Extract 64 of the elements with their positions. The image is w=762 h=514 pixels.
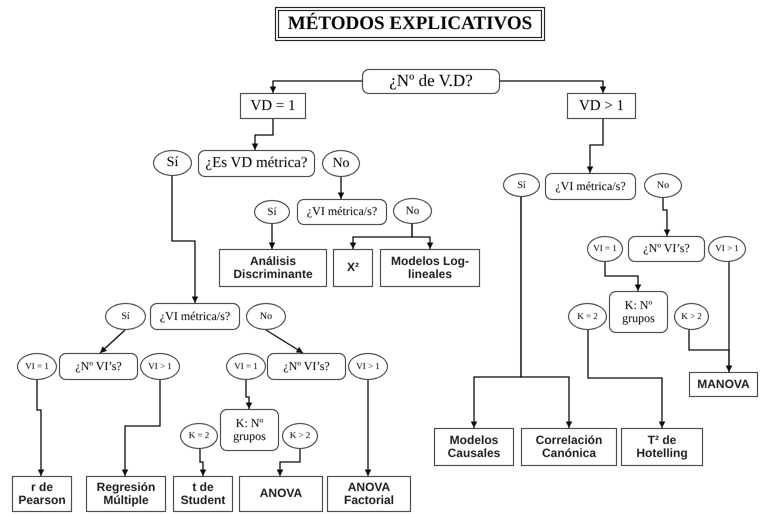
answer-ellipse: VI = 1 — [587, 236, 623, 262]
answer-ellipse: VI > 1 — [708, 236, 746, 262]
arrow — [276, 449, 301, 476]
arrow — [338, 177, 344, 199]
title: MÉTODOS EXPLICATIVOS — [275, 7, 545, 41]
arrow — [245, 380, 252, 409]
method-box: Análisis Discriminante — [219, 249, 327, 287]
arrow — [688, 330, 732, 372]
method-box: r de Pearson — [12, 476, 72, 512]
arrow — [122, 380, 161, 476]
arrow — [266, 329, 304, 354]
arrow — [520, 197, 572, 428]
answer-ellipse: K = 2 — [180, 423, 218, 449]
question-box: ¿Nº de V.D? — [362, 69, 500, 94]
arrow — [199, 448, 206, 476]
method-box: ANOVA Factorial — [327, 476, 411, 512]
question-box: ¿VI métrica/s? — [297, 199, 387, 225]
answer-ellipse: VI = 1 — [17, 353, 57, 380]
question-box: ¿Nº VI’s? — [628, 236, 705, 262]
method-box: Modelos Causales — [434, 428, 514, 466]
answer-ellipse: No — [644, 173, 682, 198]
answer-ellipse: VI = 1 — [226, 353, 266, 380]
question-box: ¿Nº VI’s? — [59, 353, 138, 380]
arrow — [252, 119, 274, 150]
question-box: ¿Es VD métrica? — [198, 150, 315, 177]
answer-ellipse: VI > 1 — [348, 353, 388, 380]
arrow — [100, 330, 126, 354]
method-box: ANOVA — [239, 476, 323, 512]
answer-ellipse: VI > 1 — [140, 353, 180, 380]
method-box: Regresión Múltiple — [86, 476, 166, 512]
arrow — [586, 119, 604, 173]
arrow — [268, 224, 276, 249]
method-box: t de Student — [173, 476, 233, 512]
question-box: ¿Nº VI’s? — [267, 353, 346, 380]
arrow — [36, 380, 44, 476]
arrow — [171, 176, 198, 303]
answer-ellipse: Sí — [503, 173, 540, 197]
answer-ellipse: K > 2 — [674, 303, 709, 330]
process-box: VD > 1 — [567, 93, 636, 119]
question-box: ¿VI métrica/s? — [150, 303, 240, 330]
answer-ellipse: Sí — [105, 303, 146, 330]
arrow — [662, 198, 670, 236]
question-box: ¿VI métrica/s? — [545, 173, 636, 200]
arrow — [270, 80, 362, 93]
answer-ellipse: No — [246, 303, 286, 330]
arrow — [604, 262, 642, 291]
answer-ellipse: K = 2 — [568, 303, 607, 330]
method-box: T² de Hotelling — [621, 428, 703, 466]
arrow — [500, 80, 606, 93]
arrow — [587, 330, 666, 428]
answer-ellipse: No — [322, 150, 360, 177]
answer-ellipse: K > 2 — [282, 423, 318, 449]
process-box: VD = 1 — [240, 93, 306, 119]
arrow — [364, 380, 372, 476]
question-box: K: Nº grupos — [609, 291, 668, 333]
method-box: Modelos Log-lineales — [380, 249, 480, 287]
method-box: Correlación Canónica — [521, 428, 617, 466]
question-box: K: Nº grupos — [220, 409, 279, 451]
arrow — [411, 224, 434, 249]
answer-ellipse: Sí — [254, 200, 290, 224]
answer-ellipse: Sí — [153, 150, 192, 176]
method-box: X² — [333, 249, 373, 287]
answer-ellipse: No — [393, 198, 432, 224]
method-box: MANOVA — [689, 372, 758, 397]
